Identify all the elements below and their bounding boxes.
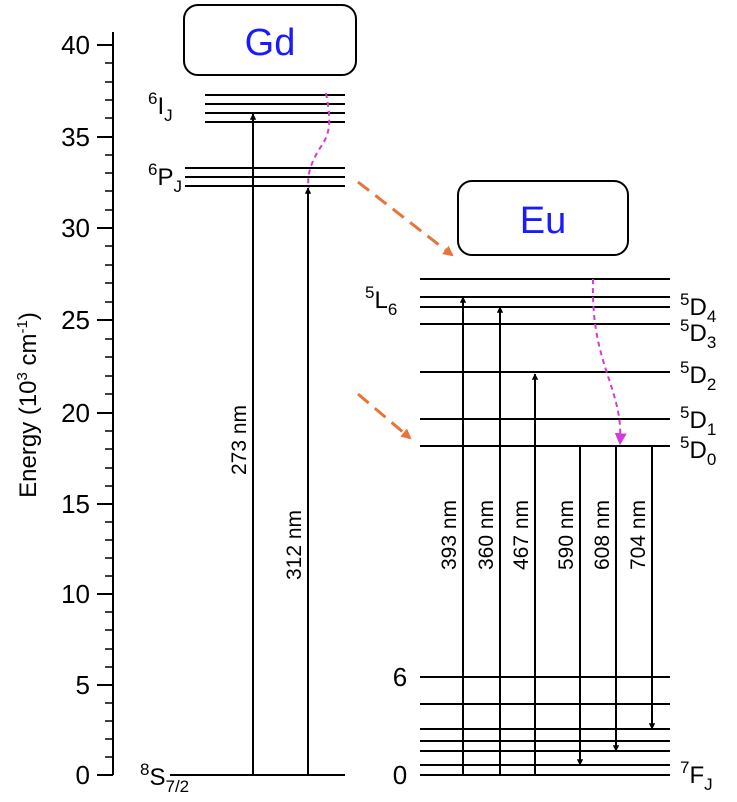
eu-box-label: Eu [520,200,566,242]
eu-590nm-label: 590 nm [555,500,578,570]
transfer-arrow-upper [357,180,454,257]
eu-467nm-label: 467 nm [510,500,533,570]
gd-box-label: Gd [245,22,296,64]
y-axis: 0 5 10 15 20 25 30 35 40 Energy (103 cm-… [14,30,114,790]
eu-energy-0-label: 0 [393,760,407,790]
gd-6i-label: 6IJ [148,89,173,125]
gd-levels [170,94,345,776]
y-tick-25: 25 [61,305,90,335]
gd-6p-label: 6PJ [148,160,182,196]
gd-ground-label: 8S7/2 [140,760,189,796]
transfer-arrow-lower [357,392,412,440]
y-tick-40: 40 [61,30,90,60]
eu-5d2-label: 5D2 [680,358,716,394]
eu-704nm-label: 704 nm [627,500,650,570]
eu-relaxation-path [591,278,627,446]
gd-312nm-label: 312 nm [283,510,306,580]
eu-energy-6-label: 6 [393,662,407,692]
y-tick-5: 5 [76,670,90,700]
eu-5d4-label: 5D4 [680,290,716,326]
gd-273nm-label: 273 nm [228,405,251,475]
y-tick-30: 30 [61,213,90,243]
y-tick-0: 0 [76,760,90,790]
y-tick-20: 20 [61,398,90,428]
eu-360nm-label: 360 nm [475,500,498,570]
eu-box: Eu [457,180,629,256]
eu-393nm-label: 393 nm [438,500,461,570]
y-tick-35: 35 [61,122,90,152]
eu-5d3-label: 5D3 [680,316,716,352]
eu-7fj-label: 7FJ [680,758,713,794]
eu-608nm-label: 608 nm [591,500,614,570]
gd-relaxation-path [307,92,331,189]
gd-box: Gd [183,4,357,76]
eu-levels [420,278,670,776]
y-tick-10: 10 [61,579,90,609]
eu-5d1-label: 5D1 [680,403,716,439]
y-tick-15: 15 [61,489,90,519]
eu-5l6-label: 5L6 [365,283,397,319]
y-axis-title: Energy (103 cm-1) [14,312,42,498]
eu-5d0-label: 5D0 [680,433,716,469]
